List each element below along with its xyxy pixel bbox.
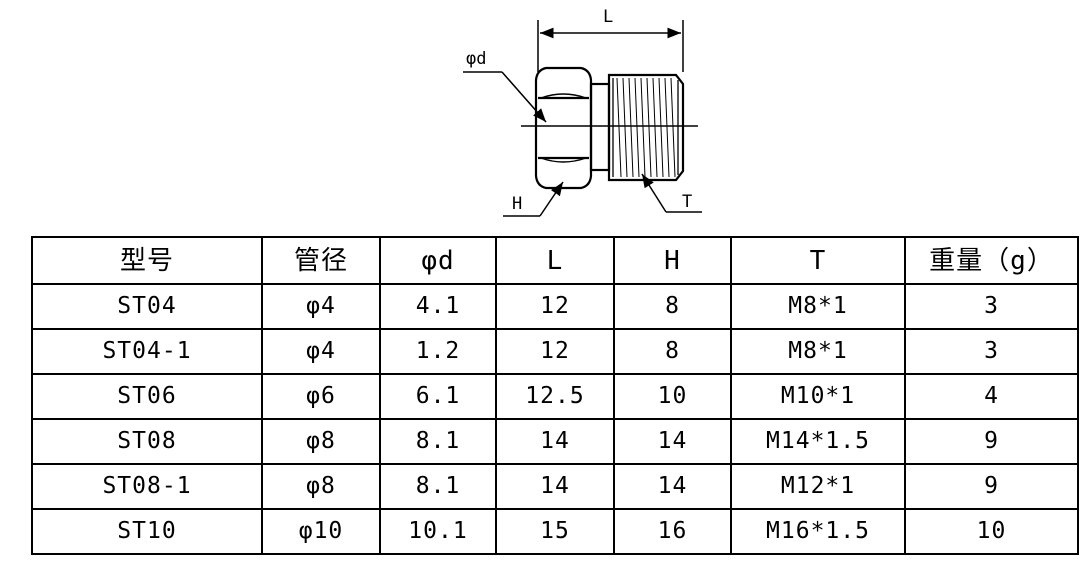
cell-hex-size: 16 (613, 508, 732, 555)
cell-tube-diameter: φ10 (261, 508, 381, 555)
cell-hex-size: 10 (613, 373, 732, 420)
dimension-label-H: H (512, 194, 522, 214)
cell-thread: M10*1 (730, 373, 906, 420)
cell-weight: 9 (904, 418, 1079, 465)
cell-weight: 3 (904, 328, 1079, 375)
cell-length: 12.5 (495, 373, 615, 420)
leader-phi-d: φd (463, 49, 547, 123)
header-model: 型号 (31, 236, 263, 285)
cell-hex-size: 8 (613, 328, 732, 375)
cell-hex-size: 8 (613, 283, 732, 330)
cell-model: ST04-1 (31, 328, 263, 375)
cell-phi-d: 10.1 (379, 508, 497, 555)
cell-model: ST10 (31, 508, 263, 555)
table-row: ST10 φ10 10.1 15 16 M16*1.5 10 (31, 508, 1079, 555)
cell-length: 14 (495, 418, 615, 465)
cell-length: 12 (495, 328, 615, 375)
cell-tube-diameter: φ4 (261, 328, 381, 375)
dimension-L: L (537, 7, 684, 72)
cell-hex-size: 14 (613, 463, 732, 510)
cell-length: 14 (495, 463, 615, 510)
cell-thread: M8*1 (730, 283, 906, 330)
header-hex-size: H (613, 236, 732, 285)
cell-model: ST08 (31, 418, 263, 465)
table-row: ST04 φ4 4.1 12 8 M8*1 3 (31, 283, 1079, 330)
leader-T: T (641, 173, 702, 213)
table-row: ST08-1 φ8 8.1 14 14 M12*1 9 (31, 463, 1079, 510)
dimension-label-phi-d: φd (466, 49, 486, 69)
cell-weight: 9 (904, 463, 1079, 510)
cell-phi-d: 6.1 (379, 373, 497, 420)
cell-thread: M8*1 (730, 328, 906, 375)
cell-model: ST06 (31, 373, 263, 420)
cell-length: 15 (495, 508, 615, 555)
cell-weight: 10 (904, 508, 1079, 555)
cell-tube-diameter: φ8 (261, 418, 381, 465)
cell-thread: M12*1 (730, 463, 906, 510)
leader-H: H (503, 181, 564, 217)
dimension-label-L: L (603, 7, 613, 27)
cell-weight: 4 (904, 373, 1079, 420)
cell-thread: M14*1.5 (730, 418, 906, 465)
threaded-body (607, 73, 685, 182)
cell-weight: 3 (904, 283, 1079, 330)
cell-tube-diameter: φ8 (261, 463, 381, 510)
dimension-label-T: T (682, 192, 692, 212)
cell-model: ST08-1 (31, 463, 263, 510)
cell-phi-d: 8.1 (379, 463, 497, 510)
table-row: ST06 φ6 6.1 12.5 10 M10*1 4 (31, 373, 1079, 420)
header-phi-d: φd (379, 236, 497, 285)
fitting-dimension-drawing: L φd H (463, 7, 702, 217)
spec-table: 型号 管径 φd L H T 重量（g） ST04 φ4 4.1 12 8 M8… (31, 236, 1079, 555)
header-weight: 重量（g） (904, 236, 1079, 285)
cell-phi-d: 4.1 (379, 283, 497, 330)
cell-tube-diameter: φ4 (261, 283, 381, 330)
header-tube-diameter: 管径 (261, 236, 381, 285)
cell-phi-d: 1.2 (379, 328, 497, 375)
fitting-neck (589, 82, 611, 172)
cell-hex-size: 14 (613, 418, 732, 465)
table-row: ST08 φ8 8.1 14 14 M14*1.5 9 (31, 418, 1079, 465)
header-length: L (495, 236, 615, 285)
hex-nut (534, 66, 593, 190)
cell-length: 12 (495, 283, 615, 330)
header-thread: T (730, 236, 906, 285)
table-row: ST04-1 φ4 1.2 12 8 M8*1 3 (31, 328, 1079, 375)
cell-tube-diameter: φ6 (261, 373, 381, 420)
cell-thread: M16*1.5 (730, 508, 906, 555)
table-header-row: 型号 管径 φd L H T 重量（g） (31, 236, 1079, 285)
cell-phi-d: 8.1 (379, 418, 497, 465)
cell-model: ST04 (31, 283, 263, 330)
